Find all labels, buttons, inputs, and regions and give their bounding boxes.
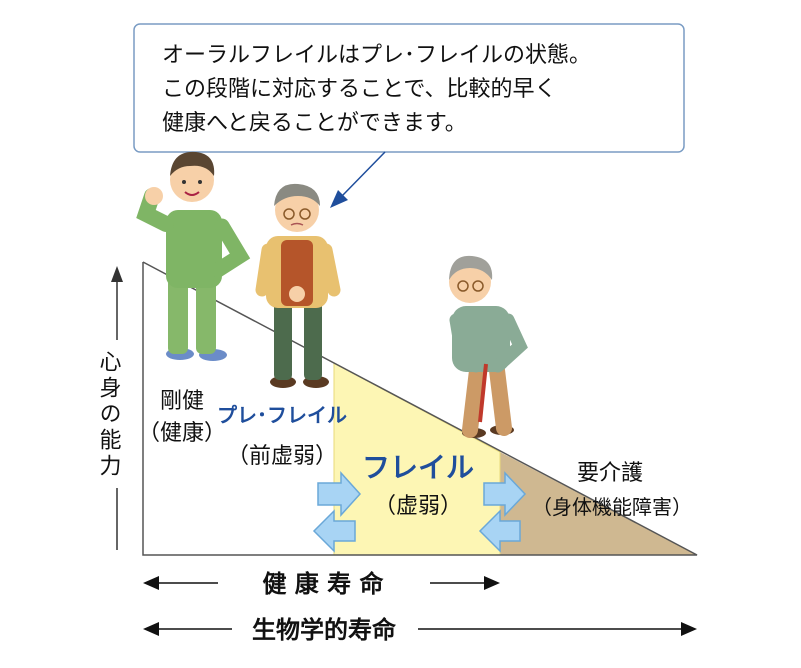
vertical-axis-arrowhead	[111, 266, 123, 282]
callout-pointer-line	[341, 151, 386, 197]
frail-label: フレイル	[362, 451, 474, 484]
arrow-frail-to-care	[483, 471, 527, 517]
prefrail-label: プレ･フレイル	[217, 403, 347, 427]
healthy-lifespan-right-arrowhead	[484, 576, 500, 590]
care-label: 要介護	[577, 461, 643, 486]
vertical-axis: 心身の能力	[96, 266, 123, 550]
healthy-lifespan-label: 健 康 寿 命	[262, 570, 384, 598]
callout-line-3: 健康へと戻ることができます。	[162, 111, 467, 136]
callout-box	[133, 23, 685, 153]
healthy-lifespan-left-arrowhead	[143, 576, 159, 590]
biological-lifespan-left-arrowhead	[143, 622, 159, 636]
vertical-axis-label: 心身の能力	[96, 350, 122, 480]
prefrail-sublabel: （前虚弱）	[227, 444, 337, 469]
biological-lifespan-right-arrowhead	[681, 622, 697, 636]
healthy-person-figure	[136, 151, 251, 361]
care-sublabel: （身体機能障害）	[532, 495, 692, 519]
robust-sublabel: （健康）	[138, 421, 226, 446]
prefrail-person-figure	[255, 183, 341, 388]
arrow-prefrail-to-frail	[317, 471, 362, 517]
frail-person-figure	[449, 255, 528, 438]
callout-pointer-arrowhead	[330, 190, 348, 208]
callout-line-2: この段階に対応することで、比較的早く	[162, 77, 556, 102]
transition-arrows	[312, 471, 527, 553]
healthy-lifespan-span: 健 康 寿 命	[143, 570, 500, 598]
robust-label: 剛健	[160, 389, 204, 414]
biological-lifespan-span: 生物学的寿命	[143, 616, 697, 644]
ability-decline-outline	[142, 261, 698, 556]
frail-sublabel: （虚弱）	[374, 494, 462, 519]
callout-line-1: オーラルフレイルはプレ･フレイルの状態。	[162, 43, 591, 68]
arrow-frail-to-prefrail	[312, 509, 356, 553]
arrow-care-to-frail	[478, 509, 521, 553]
biological-lifespan-label: 生物学的寿命	[252, 616, 397, 644]
speech-callout: オーラルフレイルはプレ･フレイルの状態。 この段階に対応することで、比較的早く …	[133, 23, 685, 208]
